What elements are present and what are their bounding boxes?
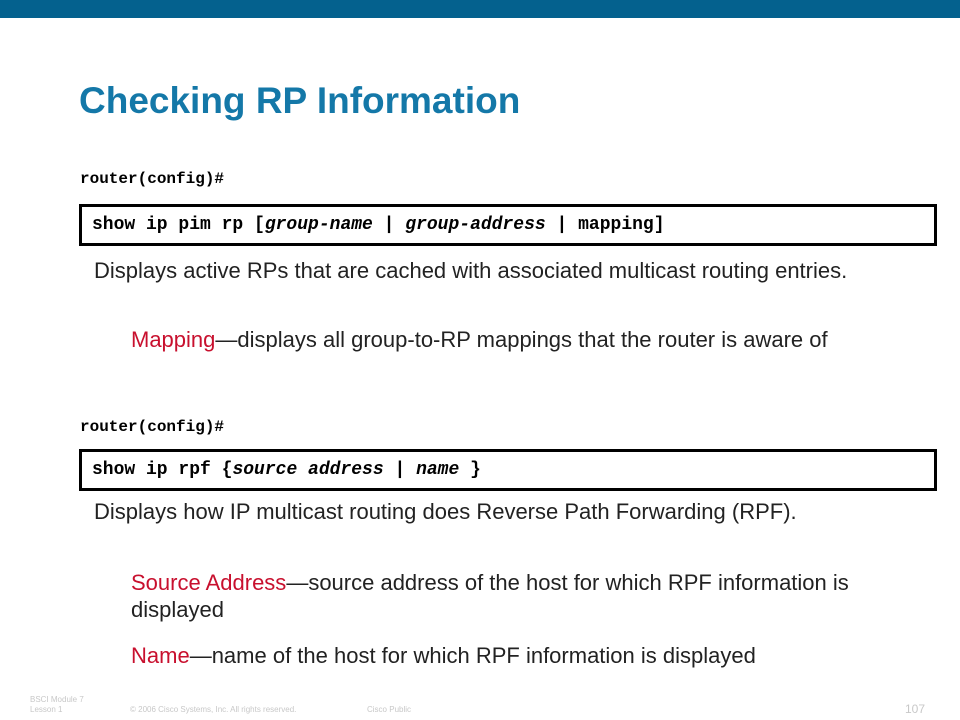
cmd1-part-d: group-address bbox=[405, 215, 546, 235]
sub-term-source-address: Source Address bbox=[131, 570, 287, 595]
footer-classification: Cisco Public bbox=[367, 705, 412, 714]
top-banner bbox=[0, 0, 960, 18]
sub-item-name: Name—name of the host for which RPF info… bbox=[131, 642, 931, 669]
cmd1-part-b: group-name bbox=[264, 215, 373, 235]
description-2: Displays how IP multicast routing does R… bbox=[94, 499, 797, 524]
cmd2-part-e: } bbox=[459, 460, 481, 480]
cmd1-part-a: show ip pim rp [ bbox=[92, 215, 265, 235]
cmd1-part-c: | bbox=[372, 215, 406, 235]
description-1: Displays active RPs that are cached with… bbox=[94, 258, 848, 283]
cmd2-part-c: | bbox=[383, 460, 417, 480]
footer-lesson: Lesson 1 bbox=[30, 705, 63, 714]
cmd2-part-b: source address bbox=[232, 460, 384, 480]
sub-text-mapping: —displays all group-to-RP mappings that … bbox=[215, 327, 828, 352]
sub-term-mapping: Mapping bbox=[131, 327, 216, 352]
cmd2-part-a: show ip rpf { bbox=[92, 460, 233, 480]
sub-text-source-address: —source address of the host for which RP… bbox=[131, 570, 849, 622]
cmd2-part-d: name bbox=[416, 460, 460, 480]
sub-text-name: —name of the host for which RPF informat… bbox=[189, 643, 756, 668]
footer-module: BSCI Module 7 bbox=[30, 695, 84, 704]
sub-item-source-address: Source Address—source address of the hos… bbox=[131, 569, 891, 623]
page-number: 107 bbox=[905, 702, 926, 716]
slide-title: Checking RP Information bbox=[79, 80, 521, 121]
footer-copyright: © 2006 Cisco Systems, Inc. All rights re… bbox=[130, 705, 297, 714]
sub-term-name: Name bbox=[131, 643, 190, 668]
command-box-2: show ip rpf {source address | name } bbox=[79, 449, 937, 491]
prompt-2: router(config)# bbox=[80, 418, 225, 436]
sub-item-mapping: Mapping—displays all group-to-RP mapping… bbox=[131, 326, 891, 353]
prompt-1: router(config)# bbox=[80, 170, 225, 188]
cmd1-part-e: | mapping] bbox=[545, 215, 665, 235]
command-box-1: show ip pim rp [group-name | group-addre… bbox=[79, 204, 937, 246]
